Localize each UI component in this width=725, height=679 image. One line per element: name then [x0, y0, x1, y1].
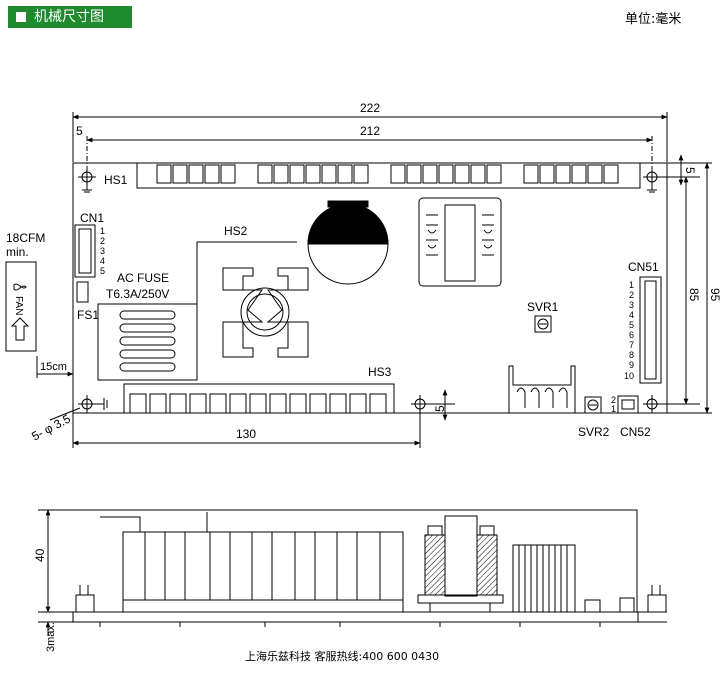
fan-label: FAN: [13, 296, 24, 315]
heatsink-hs1: [136, 162, 641, 189]
fuse-slots: [119, 310, 176, 372]
footer-contact: 上海乐兹科技 客服热线:400 600 0430: [245, 650, 440, 663]
mounting-hole-bottom-right: [643, 395, 661, 413]
dim-5-bottom: 5: [433, 405, 447, 412]
dim-212: 212: [360, 124, 380, 138]
svg-text:1: 1: [100, 226, 105, 236]
label-fs1: FS1: [77, 308, 99, 322]
square-bullet-icon: [16, 12, 26, 22]
mounting-hole-top-right: [643, 168, 661, 193]
hs3-fins: [129, 393, 387, 414]
svg-text:4: 4: [100, 256, 105, 266]
dim-222: 222: [360, 101, 380, 115]
output-transformer: [418, 197, 502, 287]
connector-cn52: [617, 395, 639, 414]
label-hs3: HS3: [368, 365, 392, 379]
label-hs1: HS1: [104, 173, 128, 187]
fuse-title: AC FUSE: [117, 271, 169, 285]
small-heatsink: [508, 365, 576, 414]
svg-text:9: 9: [629, 360, 634, 370]
fuse-holder: [97, 303, 198, 381]
mounting-hole-top-left: [78, 168, 96, 193]
svg-text:1: 1: [611, 404, 616, 414]
dim-5-left: 5: [76, 124, 83, 138]
side-view: 40 3max.: [33, 509, 667, 652]
side-transformer: [417, 515, 504, 612]
label-svr1: SVR1: [527, 300, 559, 314]
connector-cn1: [74, 224, 96, 278]
connector-cn51: [639, 276, 662, 384]
label-cn51: CN51: [628, 260, 659, 274]
svg-text:7: 7: [629, 340, 634, 350]
side-pcb: [72, 611, 639, 623]
fan-icon: [13, 283, 27, 291]
airflow-min: min.: [6, 245, 29, 259]
fan-indicator: [5, 261, 37, 352]
dim-40: 40: [33, 548, 47, 562]
fuse-fs1: [76, 281, 89, 303]
svg-text:8: 8: [629, 350, 634, 360]
dim-3max: 3max.: [45, 622, 57, 652]
mounting-hole-bottom-left: [78, 395, 108, 413]
airflow-value: 18CFM: [6, 231, 45, 245]
svg-text:2: 2: [611, 395, 616, 405]
heatsink-hs3: [123, 383, 395, 414]
electrolytic-capacitor: [307, 200, 389, 285]
side-heatsink: [122, 531, 404, 613]
side-connector-left: [75, 585, 95, 613]
section-title: 机械尺寸图: [34, 9, 104, 25]
svg-text:5: 5: [629, 320, 634, 330]
dim-15cm: 15cm: [40, 361, 67, 373]
svg-text:10: 10: [624, 371, 634, 381]
hole-leader: [49, 407, 81, 421]
side-potentiometer: [584, 599, 601, 613]
unit-label: 单位:毫米: [625, 12, 682, 27]
svg-text:3: 3: [629, 300, 634, 310]
label-hs2: HS2: [224, 224, 248, 238]
svg-text:4: 4: [629, 310, 634, 320]
hs1-fins: [156, 164, 619, 184]
svg-text:2: 2: [629, 290, 634, 300]
side-output-heatsink: [512, 544, 576, 613]
hole-spec: 5- φ 3.5: [29, 411, 73, 443]
dim-130: 130: [236, 427, 256, 441]
svg-text:5: 5: [100, 266, 105, 276]
label-cn1: CN1: [80, 211, 104, 225]
cn1-pin-labels: 1 2 3 4 5: [100, 226, 105, 276]
section-title-badge: 机械尺寸图: [8, 6, 132, 28]
dim-5-top: 5: [683, 167, 697, 174]
fuse-rating: T6.3A/250V: [106, 287, 169, 301]
dim-95: 95: [708, 288, 722, 302]
main-transformer: [222, 267, 309, 358]
label-svr2: SVR2: [578, 425, 610, 439]
side-case-outline: [128, 509, 638, 612]
label-cn52: CN52: [620, 425, 651, 439]
cn51-pin-labels: 1 2 3 4 5 6 7 8 9 10: [624, 280, 634, 381]
side-connector-right: [638, 585, 667, 623]
svg-text:2: 2: [100, 236, 105, 246]
airflow-arrow-icon: [10, 317, 30, 341]
top-view: 222 212 5 5 85 95: [5, 101, 722, 448]
svg-text:1: 1: [629, 280, 634, 290]
svg-text:3: 3: [100, 246, 105, 256]
potentiometer-svr2[interactable]: [584, 396, 602, 414]
solder-legs: [99, 622, 601, 627]
potentiometer-svr1[interactable]: [534, 315, 552, 333]
svg-text:6: 6: [629, 330, 634, 340]
side-cn52: [619, 597, 635, 613]
dim-85: 85: [687, 288, 701, 302]
